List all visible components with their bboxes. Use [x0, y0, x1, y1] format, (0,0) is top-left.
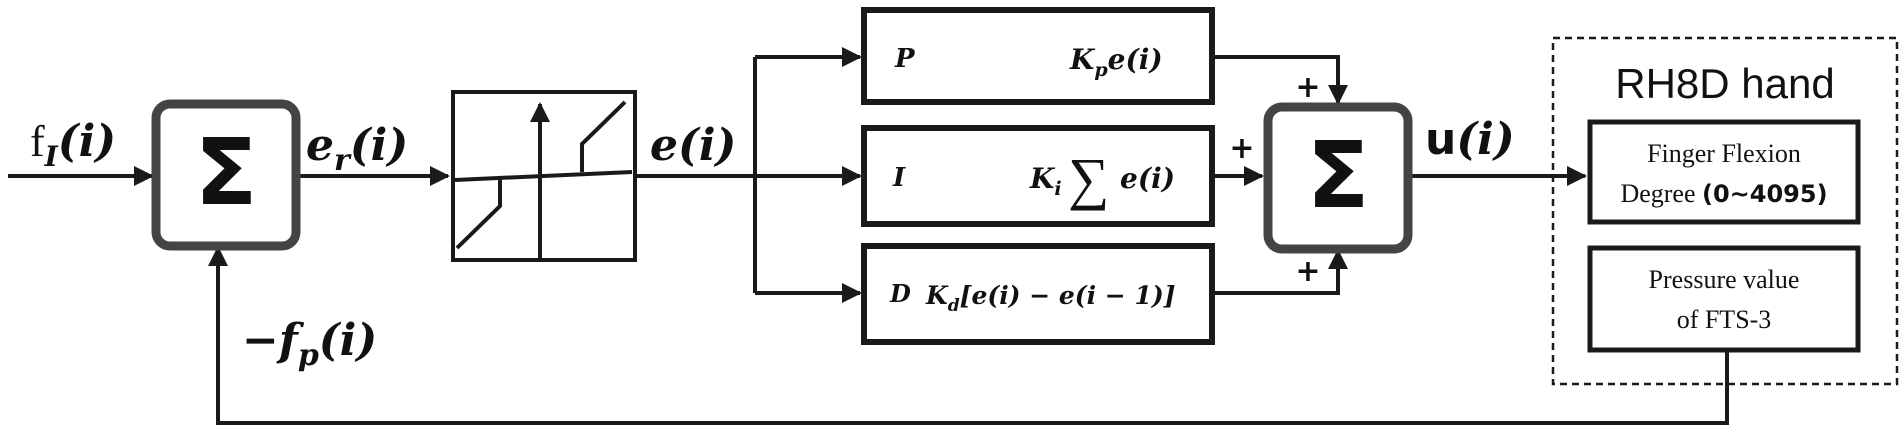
hand-group: RH8D hand Finger Flexion Degree (0~4095)… — [1551, 36, 1899, 386]
pressure-line1: Pressure value — [1649, 265, 1800, 294]
deadzone-left-curve — [455, 176, 502, 250]
p-sign: + — [1295, 70, 1320, 105]
hand-dashed-boundary — [1551, 36, 1899, 386]
flexion-line1: Finger Flexion — [1647, 139, 1801, 168]
sum-1-symbol: Σ — [195, 119, 258, 226]
p-block-frame — [861, 7, 1215, 105]
d-block: D Kd[e(i) − e(i − 1)] — [861, 243, 1215, 345]
deadzone-x-axis — [454, 170, 633, 182]
feedback-label: −fp(i) — [242, 315, 377, 373]
i-block-sum: ∑ — [1068, 146, 1109, 211]
signal-lines — [8, 47, 1729, 425]
input-label: fI(i) — [30, 116, 116, 173]
i-sign: + — [1229, 131, 1254, 166]
i-block-expr: e(i) — [1120, 162, 1175, 195]
d-block-frame — [861, 243, 1215, 345]
sum-2-symbol: Σ — [1307, 122, 1370, 229]
sum-block-1-frame — [151, 99, 301, 251]
p-block-formula: Kpe(i) — [1069, 43, 1163, 81]
i-block-coef: Ki — [1029, 162, 1062, 200]
flexion-box — [1587, 119, 1861, 225]
error-raw-label: er(i) — [306, 120, 408, 178]
d-block-formula: Kd[e(i) − e(i − 1)] — [925, 281, 1176, 316]
sum-block-2-frame — [1263, 102, 1413, 254]
p-out-arrow — [1214, 55, 1348, 105]
error-label: e(i) — [650, 120, 736, 171]
d-block-name: D — [889, 279, 911, 308]
pressure-box — [1587, 245, 1861, 353]
i-block: I Ki ∑ e(i) — [861, 125, 1215, 227]
flexion-line2: Degree (0~4095) — [1620, 179, 1827, 208]
i-block-frame — [861, 125, 1215, 227]
deadzone-right-curve — [580, 100, 627, 172]
output-label: u(i) — [1425, 114, 1515, 165]
p-block: P Kpe(i) — [861, 7, 1215, 105]
d-sign: + — [1295, 254, 1320, 289]
feedback-arrow — [208, 246, 1729, 425]
sum-block-1: Σ — [151, 99, 301, 251]
pressure-line2: of FTS-3 — [1677, 305, 1772, 334]
i-block-name: I — [892, 163, 906, 193]
d-out-arrow — [1214, 249, 1348, 295]
deadzone-block — [451, 90, 637, 262]
sum-block-2: Σ — [1263, 102, 1413, 254]
p-block-name: P — [894, 44, 916, 74]
hand-title: RH8D hand — [1615, 60, 1834, 107]
